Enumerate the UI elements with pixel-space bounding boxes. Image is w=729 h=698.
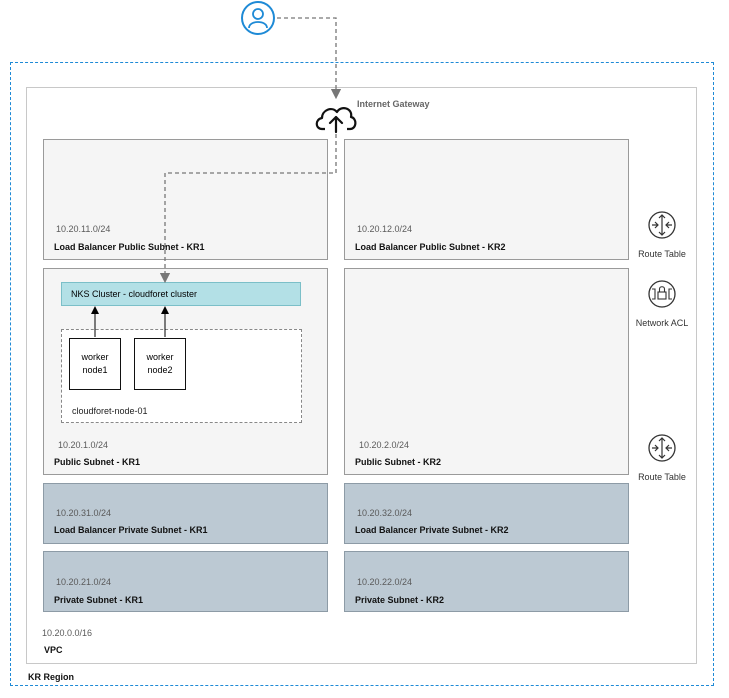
subnet-cidr: 10.20.2.0/24	[359, 440, 410, 450]
subnet-name: Load Balancer Public Subnet - KR1	[54, 242, 205, 252]
internet-gateway-label: Internet Gateway	[357, 99, 430, 109]
subnet-cidr: 10.20.21.0/24	[56, 577, 112, 587]
subnet-name: Private Subnet - KR1	[54, 595, 144, 605]
user-icon	[241, 1, 275, 35]
region-label: KR Region	[28, 672, 74, 682]
subnet-public-kr2: 10.20.2.0/24 Public Subnet - KR2	[344, 268, 629, 475]
nks-cluster: NKS Cluster - cloudforet cluster	[61, 282, 301, 306]
subnet-name: Public Subnet - KR2	[355, 457, 442, 467]
gateway-to-cluster-connector	[159, 134, 337, 284]
subnet-cidr: 10.20.11.0/24	[56, 224, 111, 234]
subnet-lb-private-kr2: 10.20.32.0/24 Load Balancer Private Subn…	[344, 483, 629, 544]
route-table-label: Route Table	[638, 472, 686, 482]
node-group: worker node1 worker node2 cloudforet-nod…	[61, 329, 302, 423]
subnet-cidr: 10.20.32.0/24	[357, 508, 413, 518]
subnet-cidr: 10.20.22.0/24	[357, 577, 413, 587]
subnet-lb-private-kr1: 10.20.31.0/24 Load Balancer Private Subn…	[43, 483, 328, 544]
subnet-name: Load Balancer Private Subnet - KR1	[54, 525, 208, 535]
subnet-lb-public-kr1: 10.20.11.0/24 Load Balancer Public Subne…	[43, 139, 328, 260]
route-table-icon	[648, 434, 676, 462]
worker-node-label: worker node2	[146, 352, 174, 375]
route-table-label: Route Table	[638, 249, 686, 259]
subnet-name: Public Subnet - KR1	[54, 457, 141, 467]
network-acl-icon	[648, 280, 676, 308]
worker-node-1: worker node1	[69, 338, 121, 390]
subnet-name: Private Subnet - KR2	[355, 595, 445, 605]
vpc-cidr: 10.20.0.0/16	[42, 628, 93, 638]
subnet-name: Load Balancer Public Subnet - KR2	[355, 242, 506, 252]
subnet-name: Load Balancer Private Subnet - KR2	[355, 525, 509, 535]
kr-region-boundary	[10, 62, 714, 686]
subnet-cidr: 10.20.1.0/24	[58, 440, 109, 450]
node-group-label: cloudforet-node-01	[72, 406, 148, 416]
subnet-cidr: 10.20.31.0/24	[56, 508, 112, 518]
subnet-cidr: 10.20.12.0/24	[357, 224, 413, 234]
route-table-icon	[648, 211, 676, 239]
cloud-upload-icon	[315, 107, 357, 134]
vpc-label: VPC	[44, 645, 63, 655]
user-to-gateway-connector	[277, 17, 342, 100]
worker-node-2: worker node2	[134, 338, 186, 390]
network-acl-label: Network ACL	[635, 318, 689, 328]
subnet-private-kr2: 10.20.22.0/24 Private Subnet - KR2	[344, 551, 629, 612]
subnet-lb-public-kr2: 10.20.12.0/24 Load Balancer Public Subne…	[344, 139, 629, 260]
subnet-private-kr1: 10.20.21.0/24 Private Subnet - KR1	[43, 551, 328, 612]
worker-node-label: worker node1	[81, 352, 109, 375]
